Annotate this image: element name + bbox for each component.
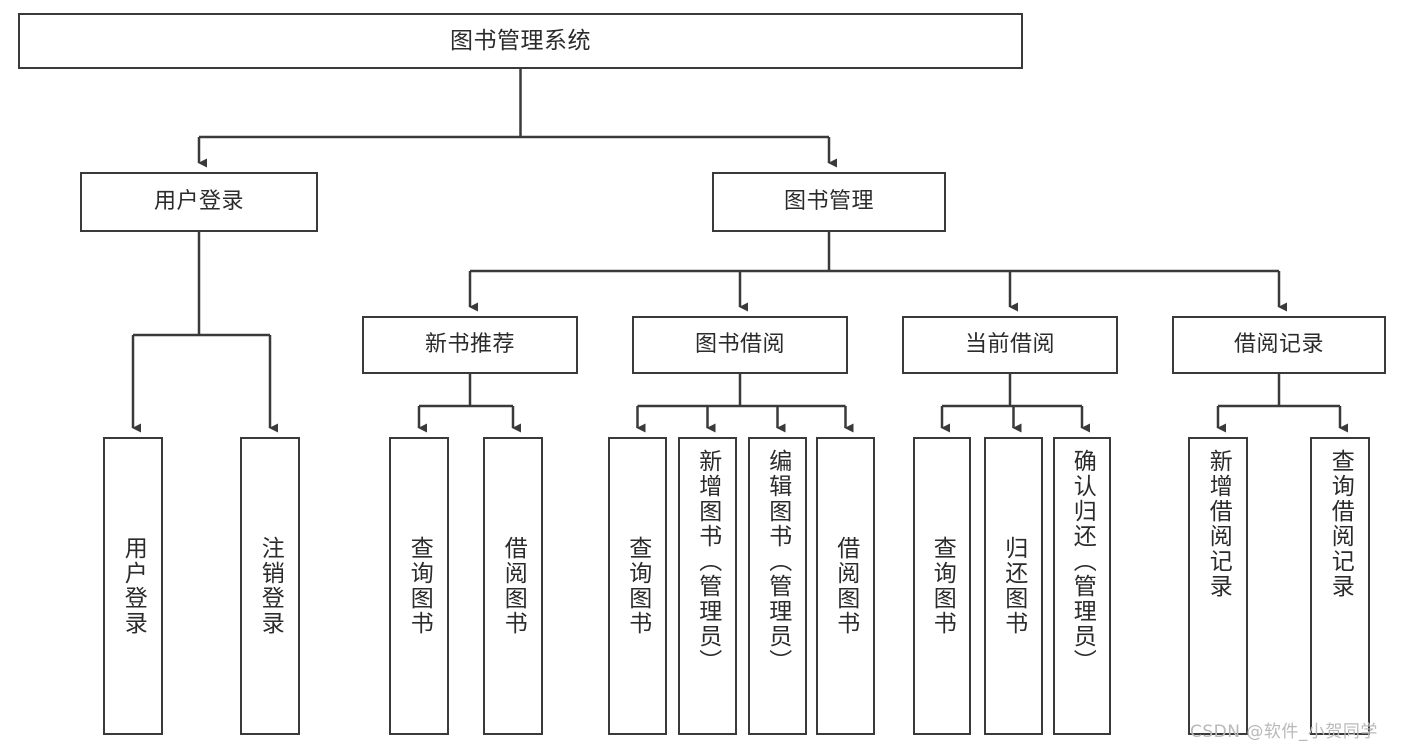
node-label: 借阅记录 <box>1233 332 1324 357</box>
node-label: 用户登录 <box>153 189 244 214</box>
leaf-node[interactable]: 查询图书 <box>389 437 449 735</box>
leaf-node[interactable]: 归还图书 <box>984 437 1043 735</box>
leaf-node[interactable]: 用户登录 <box>103 437 163 735</box>
node-book-borrow[interactable]: 图书借阅 <box>632 316 848 374</box>
leaf-node[interactable]: 查询图书 <box>913 437 971 735</box>
node-label: 图书借阅 <box>694 332 785 357</box>
node-borrow-record[interactable]: 借阅记录 <box>1172 316 1386 374</box>
node-label: 新增借阅记录 <box>1205 449 1232 599</box>
node-label: 查询借阅记录 <box>1327 449 1354 599</box>
node-label: 查询图书 <box>406 536 433 636</box>
leaf-node[interactable]: 新增图书（管理员） <box>678 437 737 735</box>
node-current-borrow[interactable]: 当前借阅 <box>902 316 1118 374</box>
node-user-login[interactable]: 用户登录 <box>80 172 318 232</box>
leaf-node[interactable]: 新增借阅记录 <box>1188 437 1248 735</box>
node-label: 编辑图书（管理员） <box>764 449 791 674</box>
node-new-book-recommend[interactable]: 新书推荐 <box>362 316 578 374</box>
node-label: 归还图书 <box>1000 536 1027 636</box>
node-label: 图书管理系统 <box>450 27 591 54</box>
leaf-node[interactable]: 借阅图书 <box>816 437 875 735</box>
node-label: 确认归还（管理员） <box>1069 449 1096 674</box>
node-label: 新书推荐 <box>424 332 515 357</box>
node-label: 查询图书 <box>624 536 651 636</box>
node-label: 注销登录 <box>257 536 284 636</box>
node-root[interactable]: 图书管理系统 <box>18 13 1023 69</box>
csdn-watermark: CSDN @软件_小贺同学 <box>1190 722 1378 742</box>
node-label: 借阅图书 <box>832 536 859 636</box>
node-label: 新增图书（管理员） <box>694 449 721 674</box>
node-label: 图书管理 <box>783 189 874 214</box>
leaf-node[interactable]: 确认归还（管理员） <box>1053 437 1111 735</box>
leaf-node[interactable]: 注销登录 <box>240 437 300 735</box>
node-book-management[interactable]: 图书管理 <box>712 172 946 232</box>
leaf-node[interactable]: 借阅图书 <box>483 437 543 735</box>
node-label: 查询图书 <box>929 536 956 636</box>
node-label: 用户登录 <box>120 536 147 636</box>
node-label: 借阅图书 <box>500 536 527 636</box>
leaf-node[interactable]: 查询图书 <box>608 437 667 735</box>
leaf-node[interactable]: 查询借阅记录 <box>1310 437 1370 735</box>
leaf-node[interactable]: 编辑图书（管理员） <box>748 437 807 735</box>
node-label: 当前借阅 <box>964 332 1055 357</box>
